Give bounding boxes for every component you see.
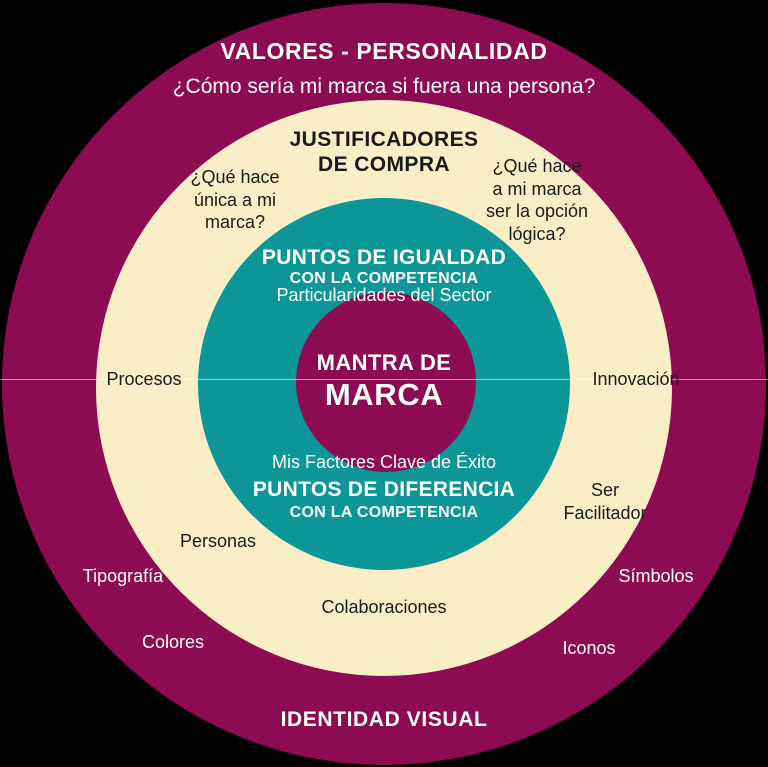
core-line2: MARCA bbox=[324, 377, 444, 412]
label-colores: Colores bbox=[141, 632, 205, 652]
label-simbolos: Símbolos bbox=[618, 566, 694, 586]
question-left: ¿Qué hace única a mi marca? bbox=[190, 167, 280, 232]
label-tipografia: Tipografía bbox=[82, 566, 164, 586]
outer-ring-subheading: ¿Cómo sería mi marca si fuera una person… bbox=[172, 75, 596, 98]
label-personas: Personas bbox=[179, 531, 257, 551]
teal-ring-top-heading: PUNTOS DE IGUALDAD bbox=[261, 246, 507, 269]
label-innovacion: Innovación bbox=[592, 369, 680, 389]
label-ser-facilitador: Ser Facilitador bbox=[563, 480, 647, 524]
cream-ring-heading-line1: JUSTIFICADORES bbox=[289, 128, 479, 151]
core-line1: MANTRA DE bbox=[316, 350, 452, 375]
horizontal-divider-line bbox=[0, 379, 768, 380]
question-right: ¿Qué hace a mi marca ser la opción lógic… bbox=[485, 156, 589, 244]
teal-ring-bottom-heading: PUNTOS DE DIFERENCIA bbox=[252, 478, 516, 501]
label-procesos: Procesos bbox=[106, 369, 182, 389]
cream-ring-heading-line2: DE COMPRA bbox=[318, 152, 450, 176]
teal-ring-bottom-subheading: CON LA COMPETENCIA bbox=[289, 504, 479, 521]
teal-ring-bottom-caption: Mis Factores Clave de Éxito bbox=[271, 452, 497, 472]
teal-ring-top-subheading: CON LA COMPETENCIA bbox=[289, 270, 479, 287]
teal-ring-top-caption: Particularidades del Sector bbox=[276, 285, 492, 305]
outer-ring-heading: VALORES - PERSONALIDAD bbox=[220, 38, 548, 64]
core-circle-brand-mantra bbox=[296, 292, 476, 472]
outer-ring-bottom-heading: IDENTIDAD VISUAL bbox=[280, 708, 488, 731]
label-colaboraciones: Colaboraciones bbox=[321, 597, 447, 617]
label-iconos: Iconos bbox=[562, 638, 616, 658]
